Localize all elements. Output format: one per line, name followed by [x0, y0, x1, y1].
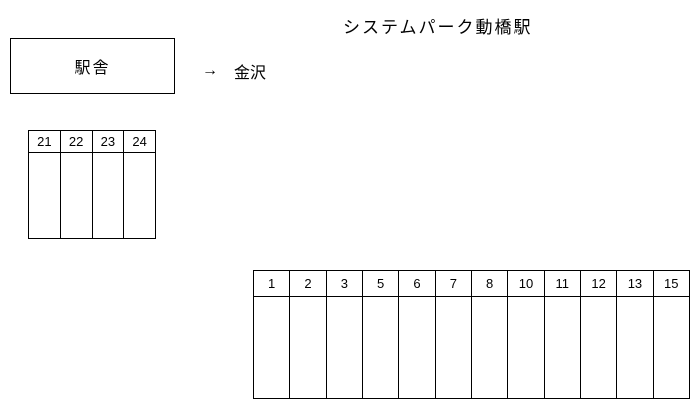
parking-space: 11	[544, 271, 581, 398]
parking-space-area	[254, 297, 289, 398]
parking-space: 21	[29, 131, 61, 238]
parking-space: 13	[617, 271, 654, 398]
parking-space-number: 13	[617, 271, 653, 297]
parking-space-number: 21	[29, 131, 60, 153]
parking-space: 8	[471, 271, 509, 398]
parking-space-number: 3	[326, 271, 362, 297]
parking-space-number: 8	[471, 271, 508, 297]
parking-space-area	[290, 297, 325, 398]
parking-space-area	[399, 297, 434, 398]
parking-space-area	[29, 153, 60, 238]
direction-indicator: → 金沢	[202, 59, 266, 83]
parking-space: 1	[254, 271, 291, 398]
parking-space-number: 15	[653, 271, 689, 297]
parking-space-area	[545, 297, 580, 398]
parking-space-number: 23	[92, 131, 124, 153]
parking-space-area	[472, 297, 507, 398]
parking-space-area	[363, 297, 398, 398]
parking-space: 6	[399, 271, 436, 398]
page-title: システムパーク動橋駅	[343, 18, 533, 37]
parking-space-number: 5	[362, 271, 399, 297]
parking-space: 22	[60, 131, 93, 238]
parking-space: 23	[92, 131, 125, 238]
parking-space-area	[327, 297, 362, 398]
parking-space: 3	[326, 271, 363, 398]
parking-space-number: 12	[580, 271, 617, 297]
parking-space: 15	[653, 271, 689, 398]
parking-space-number: 24	[124, 131, 155, 153]
parking-space-area	[436, 297, 471, 398]
parking-space: 10	[508, 271, 545, 398]
parking-space-area	[93, 153, 124, 238]
parking-space-area	[508, 297, 543, 398]
direction-label: 金沢	[234, 65, 267, 82]
parking-space-number: 10	[508, 271, 544, 297]
parking-space: 5	[362, 271, 400, 398]
parking-space-number: 7	[435, 271, 471, 297]
parking-space-area	[61, 153, 92, 238]
parking-space-number: 6	[399, 271, 435, 297]
parking-space-area	[654, 297, 689, 398]
parking-space-number: 11	[544, 271, 580, 297]
parking-space-number: 22	[60, 131, 92, 153]
parking-space-area	[581, 297, 616, 398]
parking-space-number: 1	[254, 271, 290, 297]
station-building-box: 駅舎	[10, 38, 175, 94]
parking-lot-left: 21 22 23 24	[28, 130, 156, 239]
parking-space: 2	[290, 271, 327, 398]
parking-space-area	[124, 153, 155, 238]
station-building-label: 駅舎	[74, 60, 111, 77]
parking-lot-right: 1 2 3 5 6 7 8 10	[253, 270, 690, 399]
parking-space: 7	[435, 271, 472, 398]
arrow-right-icon: →	[202, 62, 218, 79]
parking-space: 24	[124, 131, 155, 238]
parking-space: 12	[580, 271, 618, 398]
parking-space-number: 2	[290, 271, 326, 297]
parking-space-area	[617, 297, 652, 398]
